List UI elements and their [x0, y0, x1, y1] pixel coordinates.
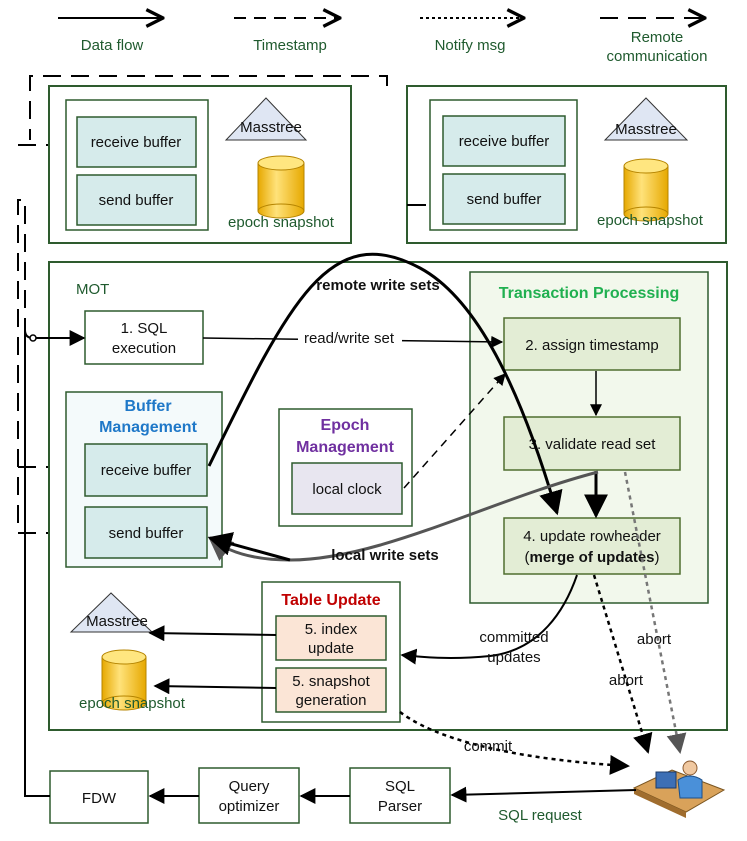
mot-epoch-snapshot-icon	[101, 649, 147, 711]
top-left-epoch-snapshot-icon	[257, 155, 305, 219]
sql-request-label: SQL request	[498, 807, 582, 824]
committed-updates-label-2: updates	[487, 649, 540, 666]
sql-parser-label-2: Parser	[378, 798, 422, 815]
local-clock-label: local clock	[312, 481, 382, 498]
merge-of-updates-label: (merge of updates)	[524, 549, 659, 566]
top-left-epoch-snapshot-label: epoch snapshot	[228, 214, 335, 231]
table-update-panel: Table Update 5. index update 5. snapshot…	[261, 581, 401, 723]
commit-label: commit	[464, 738, 513, 755]
legend-remote-label-2: communication	[607, 48, 708, 65]
top-left-masstree-label: Masstree	[240, 119, 302, 136]
buffer-receive-buffer-label: receive buffer	[101, 462, 192, 479]
mot-label: MOT	[76, 281, 109, 298]
epoch-management-panel: Epoch Management local clock	[278, 408, 413, 527]
top-left-receive-buffer-label: receive buffer	[91, 134, 182, 151]
query-optimizer-label-1: Query	[229, 778, 270, 795]
top-left-node: receive buffer send buffer Masstree epoc…	[48, 85, 352, 244]
top-right-masstree-label: Masstree	[615, 121, 677, 138]
query-optimizer-label-2: optimizer	[219, 798, 280, 815]
buffer-management-title-1: Buffer	[124, 398, 171, 415]
sql-parser-box	[349, 767, 451, 824]
validate-read-set-label: 3. validate read set	[529, 436, 657, 453]
index-update-step	[275, 615, 387, 661]
mot-masstree-icon	[69, 592, 154, 633]
top-right-epoch-snapshot-icon	[623, 158, 669, 222]
legend-notify-label: Notify msg	[435, 37, 506, 54]
transaction-processing-panel: Transaction Processing 2. assign timesta…	[469, 271, 709, 604]
notify-flows	[399, 471, 687, 775]
buffer-send-buffer	[84, 506, 208, 559]
legend: Data flow Timestamp Notify msg Remote co…	[58, 18, 707, 65]
top-left-masstree-icon	[224, 97, 308, 141]
buffer-management-title-2: Management	[99, 419, 197, 436]
top-left-send-buffer	[76, 174, 197, 226]
top-right-send-buffer-label: send buffer	[467, 191, 542, 208]
update-rowheader-step	[503, 517, 681, 575]
table-update-title: Table Update	[281, 592, 380, 609]
transaction-processing-title: Transaction Processing	[499, 285, 680, 302]
top-right-receive-buffer-label: receive buffer	[459, 133, 550, 150]
index-update-label-2: update	[308, 640, 354, 657]
fdw-label: FDW	[82, 790, 117, 807]
snapshot-generation-label-1: 5. snapshot	[292, 673, 370, 690]
legend-remote-label-1: Remote	[631, 29, 684, 46]
query-pipeline: FDW Query optimizer SQL Parser SQL reque…	[49, 767, 583, 824]
sql-execution-label-1: 1. SQL	[121, 320, 168, 337]
pipeline-arrows	[24, 330, 637, 804]
mot-masstree-label: Masstree	[86, 613, 148, 630]
top-left-receive-buffer	[76, 116, 197, 168]
legend-timestamp-label: Timestamp	[253, 37, 327, 54]
epoch-management-title-1: Epoch	[321, 417, 370, 434]
top-right-send-buffer	[442, 173, 566, 225]
top-right-node: receive buffer send buffer Masstree epoc…	[406, 85, 727, 244]
snapshot-generation-step	[275, 667, 387, 713]
mot-epoch-snapshot-label: epoch snapshot	[79, 695, 186, 712]
abort-label-2: abort	[609, 672, 644, 689]
index-update-label-1: 5. index	[305, 621, 358, 638]
committed-updates-label-1: committed	[479, 629, 548, 646]
epoch-management-title-2: Management	[296, 439, 394, 456]
top-right-masstree-icon	[603, 97, 689, 141]
top-right-receive-buffer	[442, 115, 566, 167]
top-right-epoch-snapshot-label: epoch snapshot	[597, 212, 704, 229]
buffer-management-panel: Buffer Management receive buffer send bu…	[65, 391, 223, 568]
buffer-send-buffer-label: send buffer	[109, 525, 184, 542]
read-write-set-label: read/write set	[304, 330, 395, 347]
local-clock-box	[291, 462, 403, 515]
assign-timestamp-label: 2. assign timestamp	[525, 337, 658, 354]
mot-flows	[24, 252, 608, 695]
assign-timestamp-step	[503, 317, 681, 371]
legend-data-flow-label: Data flow	[81, 37, 144, 54]
local-write-sets-label: local write sets	[331, 547, 439, 564]
sql-execution-label-2: execution	[112, 340, 176, 357]
remote-write-sets-label: remote write sets	[316, 277, 439, 294]
top-left-send-buffer-label: send buffer	[99, 192, 174, 209]
sql-parser-label-1: SQL	[385, 778, 415, 795]
snapshot-generation-label-2: generation	[296, 692, 367, 709]
abort-label-1: abort	[637, 631, 672, 648]
buffer-receive-buffer	[84, 443, 208, 497]
user-icon	[632, 760, 726, 818]
update-rowheader-label: 4. update rowheader	[523, 528, 661, 545]
